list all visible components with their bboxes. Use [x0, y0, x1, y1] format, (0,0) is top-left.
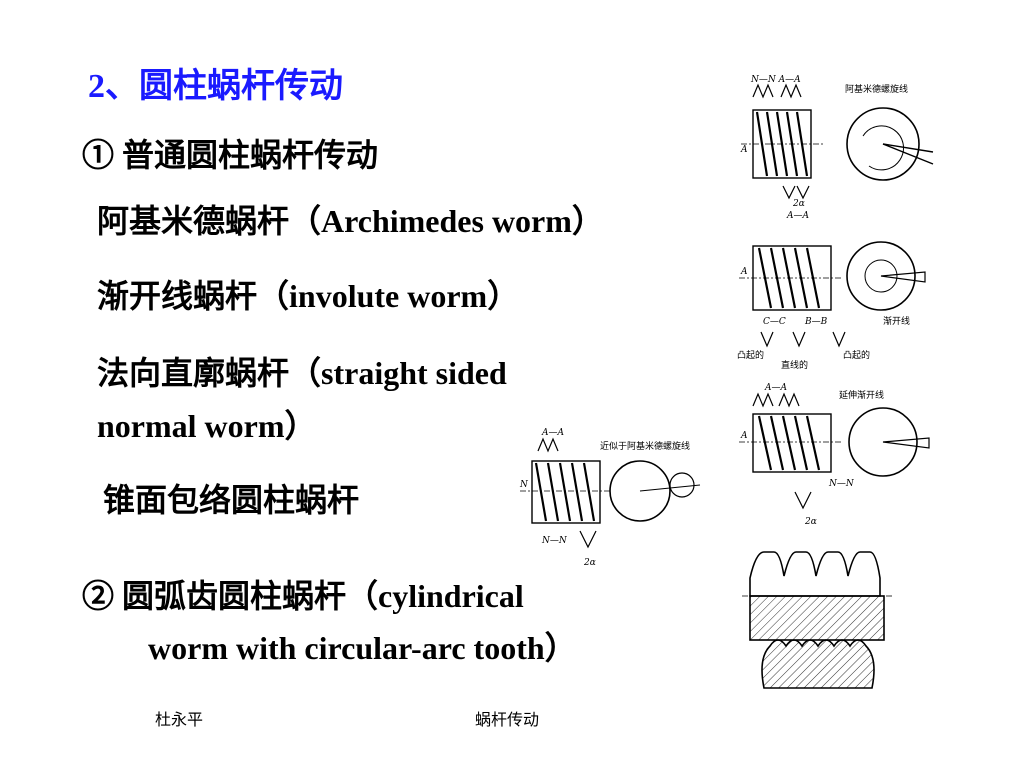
fig1-section-top: N—N A—A — [750, 75, 801, 85]
fig2-caption: 渐开线 — [883, 315, 910, 327]
footer-topic: 蜗杆传动 — [475, 710, 540, 729]
fig3-caption: 延伸渐开线 — [839, 389, 884, 401]
fig4-section-bottom: N—N — [541, 536, 568, 546]
fig4-section-top: A—A — [541, 428, 564, 438]
item-straight-sided-worm-cont: normal worm） — [97, 408, 317, 444]
fig1-axis: A — [740, 145, 748, 155]
fig2-straight: 直线的 — [781, 359, 808, 371]
fig2-axis: A — [740, 267, 748, 277]
fig1-section-bottom: A—A — [786, 211, 809, 221]
fig3-section-bottom: N—N — [828, 479, 855, 489]
fig1-angle: 2α — [792, 199, 805, 209]
fig1-caption: 阿基米德螺旋线 — [845, 83, 908, 95]
fig3-section-top: A—A — [764, 383, 787, 393]
item-straight-sided-worm: 法向直廓蜗杆（straight sided — [97, 355, 507, 391]
fig3-angle: 2α — [804, 517, 817, 527]
fig2-convex-right: 凸起的 — [843, 349, 870, 361]
fig2-section-b: B—B — [804, 317, 828, 327]
figure-normal-worm: A—A A 延伸渐开线 N—N 2α — [733, 380, 943, 530]
fig4-axis: N — [519, 480, 529, 490]
figure-archimedes-worm: N—N A—A A 2α A—A 阿基米德螺旋线 — [733, 72, 943, 222]
fig3-axis: A — [740, 431, 748, 441]
figure-involute-worm: A 渐开线 C—C B—B 凸起的 直线的 凸起的 — [733, 228, 943, 373]
fig2-section-c: C—C — [763, 317, 786, 327]
footer-author: 杜永平 — [155, 710, 204, 729]
fig4-angle: 2α — [583, 558, 596, 568]
fig2-convex-left: 凸起的 — [737, 349, 764, 361]
figure-circular-arc-worm — [740, 548, 900, 698]
item-involute-worm: 渐开线蜗杆（involute worm） — [97, 278, 520, 314]
item-cone-enveloping-worm: 锥面包络圆柱蜗杆 — [103, 482, 360, 518]
heading-circular-arc-worm-cont: worm with circular-arc tooth） — [148, 630, 577, 666]
heading-ordinary-worm: ① 普通圆柱蜗杆传动 — [82, 137, 379, 173]
fig4-caption: 近似于阿基米德螺旋线 — [600, 440, 690, 452]
heading-circular-arc-worm: ② 圆弧齿圆柱蜗杆（cylindrical — [82, 578, 524, 614]
figure-cone-worm: A—A N 近似于阿基米德螺旋线 N—N 2α — [518, 425, 708, 573]
slide-title: 2、圆柱蜗杆传动 — [88, 68, 343, 105]
item-archimedes-worm: 阿基米德蜗杆（Archimedes worm） — [97, 203, 604, 239]
